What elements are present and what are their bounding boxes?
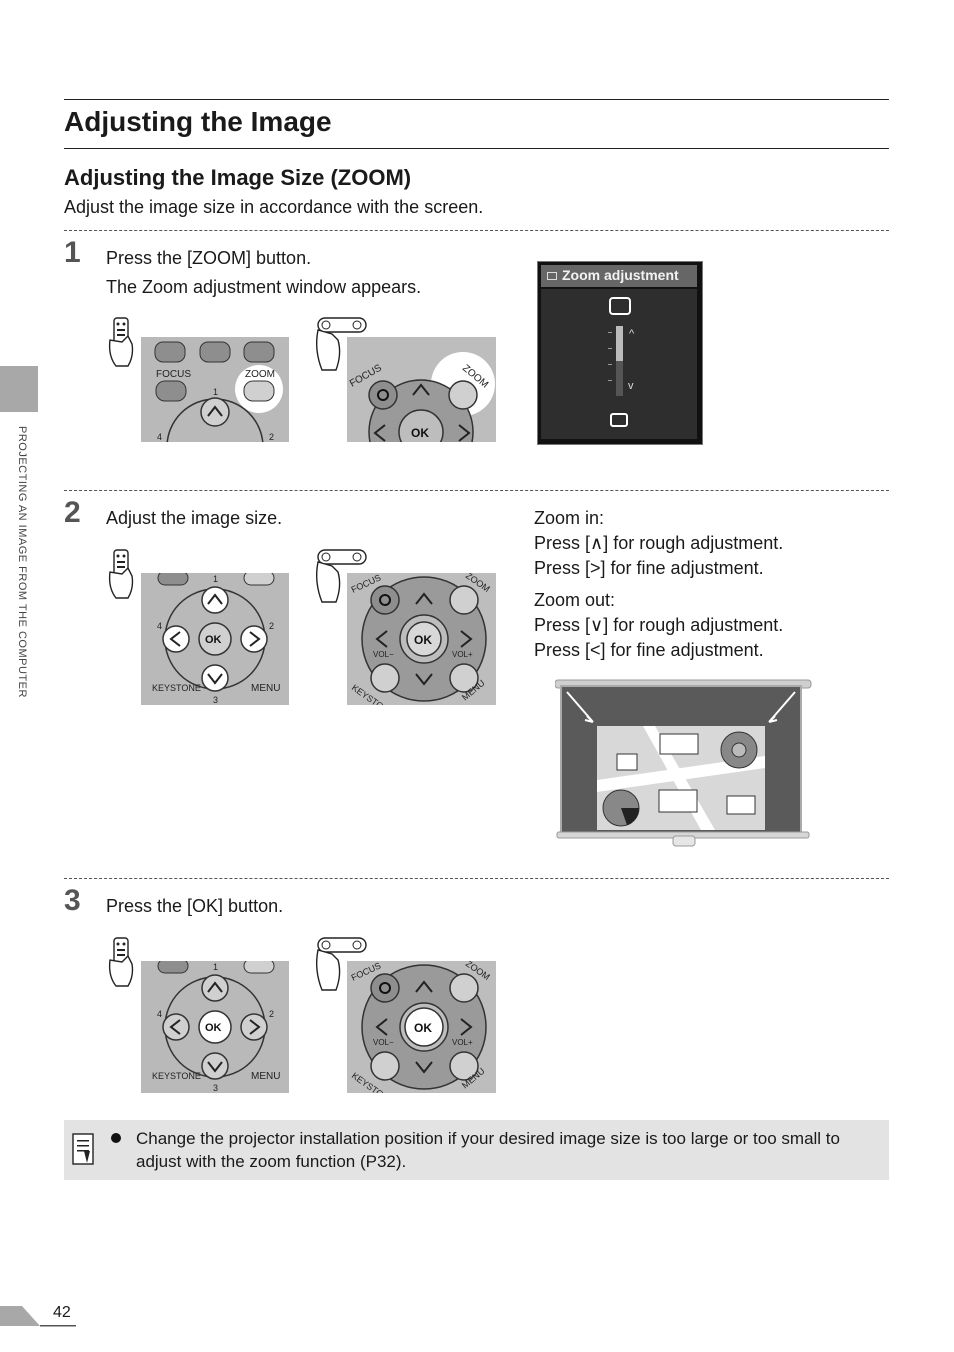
- panel-zoom-closeup: FOCUS ZOOM OK: [347, 337, 496, 442]
- side-label: PROJECTING AN IMAGE FROM THE COMPUTER: [16, 426, 28, 698]
- step-number: 3: [64, 884, 81, 917]
- remote-control-icon: [108, 549, 134, 599]
- num-1: 1: [213, 962, 218, 972]
- vol-minus-label: VOL−: [373, 650, 394, 659]
- num-2: 2: [269, 1009, 274, 1019]
- projector-panel-icon: [315, 549, 367, 603]
- ok-label: OK: [205, 1022, 222, 1034]
- menu-label: MENU: [251, 1071, 280, 1082]
- zoom-small-icon: [610, 413, 628, 427]
- num-3: 3: [213, 1083, 218, 1093]
- divider: [64, 230, 889, 231]
- zoom-large-icon: [609, 297, 631, 315]
- remote-dpad-closeup: 1 OK 4 2 KEYSTONE MENU 3: [141, 573, 289, 705]
- zoom-window-title: Zoom adjustment: [562, 267, 679, 283]
- num-2: 2: [269, 621, 274, 631]
- step-text: Press the [OK] button.: [106, 896, 284, 916]
- note-text: Change the projector installation positi…: [136, 1129, 840, 1171]
- step-text: Press the [ZOOM] button.: [106, 248, 312, 268]
- panel-ok-closeup: FOCUS ZOOM OK VOL− VOL+ KEYSTONE MENU: [347, 961, 496, 1093]
- top-rule: [64, 99, 889, 100]
- ok-label: OK: [411, 426, 429, 440]
- note-box: Change the projector installation positi…: [64, 1120, 889, 1180]
- num-1: 1: [213, 574, 218, 584]
- keystone-label: KEYSTONE: [152, 683, 201, 693]
- page-title: Adjusting the Image: [64, 106, 332, 137]
- vol-plus-label: VOL+: [452, 1038, 473, 1047]
- zoom-out-rough: Press [∨] for rough adjustment.: [534, 615, 784, 635]
- num-3: 3: [213, 695, 218, 705]
- step-text: Adjust the image size.: [106, 508, 283, 528]
- chevron-up-icon: ^: [629, 328, 635, 340]
- intro-text: Adjust the image size in accordance with…: [64, 197, 484, 217]
- remote-ok-closeup: 1 OK 4 2 KEYSTONE MENU 3: [141, 961, 289, 1093]
- title-rule: [64, 148, 889, 149]
- ok-label: OK: [414, 1021, 432, 1035]
- projection-screen-illustration: [555, 679, 812, 847]
- vol-plus-label: VOL+: [452, 650, 473, 659]
- zoom-in-rough: Press [∧] for rough adjustment.: [534, 533, 784, 553]
- step-number: 1: [64, 236, 81, 269]
- remote-zoom-closeup: FOCUS ZOOM 1 4 2: [141, 337, 289, 442]
- remote-control-icon: [108, 937, 134, 987]
- step-number: 2: [64, 496, 81, 529]
- chevron-down-icon: v: [628, 380, 634, 392]
- window-icon: [547, 272, 557, 280]
- ok-label: OK: [414, 633, 432, 647]
- num-4: 4: [157, 621, 162, 631]
- num-4: 4: [157, 1009, 162, 1019]
- num-4: 4: [157, 432, 162, 442]
- divider: [64, 878, 889, 879]
- page-number: 42: [53, 1304, 71, 1321]
- menu-label: MENU: [251, 683, 280, 694]
- focus-label: FOCUS: [156, 369, 191, 380]
- side-tab: [0, 366, 38, 412]
- projector-panel-icon: [315, 317, 367, 371]
- remote-control-icon: [108, 317, 134, 367]
- memo-note-icon: [72, 1133, 94, 1165]
- num-1: 1: [213, 387, 218, 397]
- ok-label: OK: [205, 634, 222, 646]
- zoom-out-title: Zoom out:: [534, 590, 616, 610]
- vol-minus-label: VOL−: [373, 1038, 394, 1047]
- projector-panel-icon: [315, 937, 367, 991]
- bullet-icon: [111, 1133, 121, 1143]
- zoom-in-title: Zoom in:: [534, 508, 605, 528]
- page-number-tab: [0, 1306, 76, 1327]
- num-2: 2: [269, 432, 274, 442]
- divider: [64, 490, 889, 491]
- keystone-label: KEYSTONE: [152, 1071, 201, 1081]
- panel-dpad-closeup: FOCUS ZOOM OK VOL− VOL+ KEYSTONE MENU: [347, 573, 496, 705]
- zoom-out-fine: Press [<] for fine adjustment.: [534, 640, 764, 660]
- zoom-in-fine: Press [>] for fine adjustment.: [534, 558, 764, 578]
- zoom-adjustment-window: Zoom adjustment ^ v: [537, 261, 703, 445]
- step-subtext: The Zoom adjustment window appears.: [106, 277, 422, 297]
- section-title: Adjusting the Image Size (ZOOM): [64, 165, 412, 190]
- zoom-label: ZOOM: [245, 369, 275, 380]
